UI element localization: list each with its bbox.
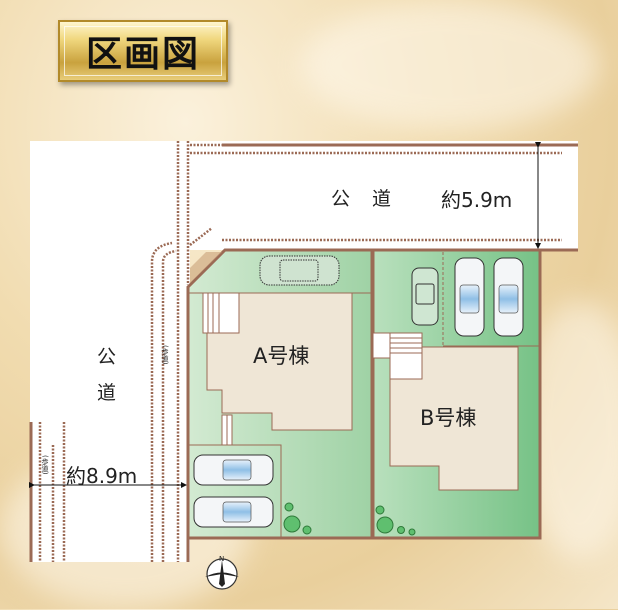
car-a-dashed bbox=[259, 255, 340, 286]
left-road-label-2: 道 bbox=[97, 382, 117, 404]
car-b-2 bbox=[493, 257, 524, 337]
trees bbox=[283, 502, 416, 536]
top-road-label: 公 道 bbox=[331, 188, 400, 210]
house-a bbox=[206, 292, 353, 431]
building-a-label: A号棟 bbox=[253, 344, 310, 368]
car-b-1 bbox=[454, 257, 485, 337]
sidewalk-label-left: (歩道) bbox=[41, 455, 49, 475]
sidewalk-label-right: (歩道) bbox=[161, 345, 169, 365]
top-road bbox=[186, 141, 578, 250]
stairs bbox=[202, 292, 423, 446]
car-a-1 bbox=[193, 454, 274, 486]
compass-icon bbox=[205, 558, 239, 590]
car-b-small bbox=[411, 267, 439, 326]
car-a-2 bbox=[193, 496, 274, 528]
left-road-width: 約8.9m bbox=[66, 464, 138, 488]
left-road-label-1: 公 bbox=[97, 346, 117, 368]
top-road-width: 約5.9m bbox=[441, 188, 513, 212]
building-b-label: B号棟 bbox=[420, 406, 477, 430]
compass-north-label: N bbox=[219, 555, 225, 563]
title-plate: 区画図 bbox=[58, 20, 228, 82]
house-b bbox=[389, 346, 519, 491]
